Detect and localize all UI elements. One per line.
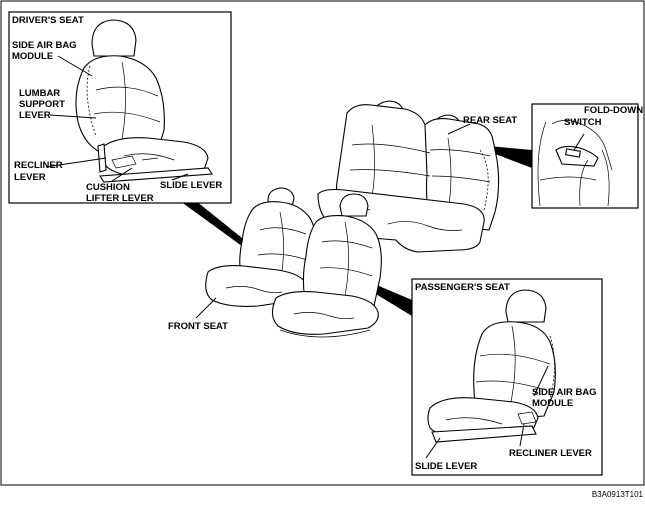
drivers-slide-lever-label: SLIDE LEVER — [160, 180, 222, 191]
drivers-seat-drawing — [75, 19, 213, 183]
fold-down-callout-wedge — [488, 146, 532, 168]
leader-passenger-slide — [425, 437, 441, 459]
lumbar-label: LUMBAR — [19, 88, 60, 99]
cushion-lifter-label: CUSHION — [86, 182, 130, 193]
fold-down-label: FOLD-DOWN — [584, 105, 643, 116]
leader-front-seat — [195, 297, 217, 319]
leader-fold-down — [573, 133, 585, 151]
drivers-recliner-label-2: LEVER — [14, 172, 46, 183]
front-seat-label: FRONT SEAT — [168, 321, 228, 332]
fold-down-drawing — [537, 120, 613, 207]
drivers-side-air-bag-label: SIDE AIR BAG — [12, 40, 77, 51]
passengers-slide-lever-label: SLIDE LEVER — [415, 461, 477, 472]
fold-down-label-2: SWITCH — [564, 117, 602, 128]
leader-slide — [171, 173, 189, 181]
passengers-side-air-bag-label: SIDE AIR BAG — [532, 387, 597, 398]
leader-lumbar — [49, 114, 97, 119]
figure-code: B3A0913T101 — [592, 490, 644, 499]
drivers-side-air-bag-label-2: MODULE — [12, 51, 53, 62]
leader-passenger-airbag — [533, 365, 549, 397]
passengers-seat-title: PASSENGER'S SEAT — [415, 282, 510, 293]
leader-side-air-bag — [57, 55, 93, 77]
leader-rear-seat — [447, 123, 471, 135]
lumbar-label-3: LEVER — [19, 110, 51, 121]
leader-cushion — [111, 167, 133, 182]
passengers-recliner-label: RECLINER LEVER — [509, 448, 592, 459]
passengers-side-air-bag-label-2: MODULE — [532, 398, 573, 409]
drivers-seat-title: DRIVER'S SEAT — [12, 15, 84, 26]
rear-seat-label: REAR SEAT — [463, 115, 517, 126]
front-seat-right-drawing — [271, 193, 382, 338]
leader-passenger-recliner — [519, 423, 525, 447]
driver-callout-wedge — [180, 201, 252, 249]
passengers-seat-drawing — [427, 289, 556, 443]
drivers-recliner-label: RECLINER — [14, 160, 63, 171]
leader-recliner — [45, 157, 107, 168]
cushion-lifter-label-2: LIFTER LEVER — [86, 193, 154, 204]
lumbar-label-2: SUPPORT — [19, 99, 65, 110]
